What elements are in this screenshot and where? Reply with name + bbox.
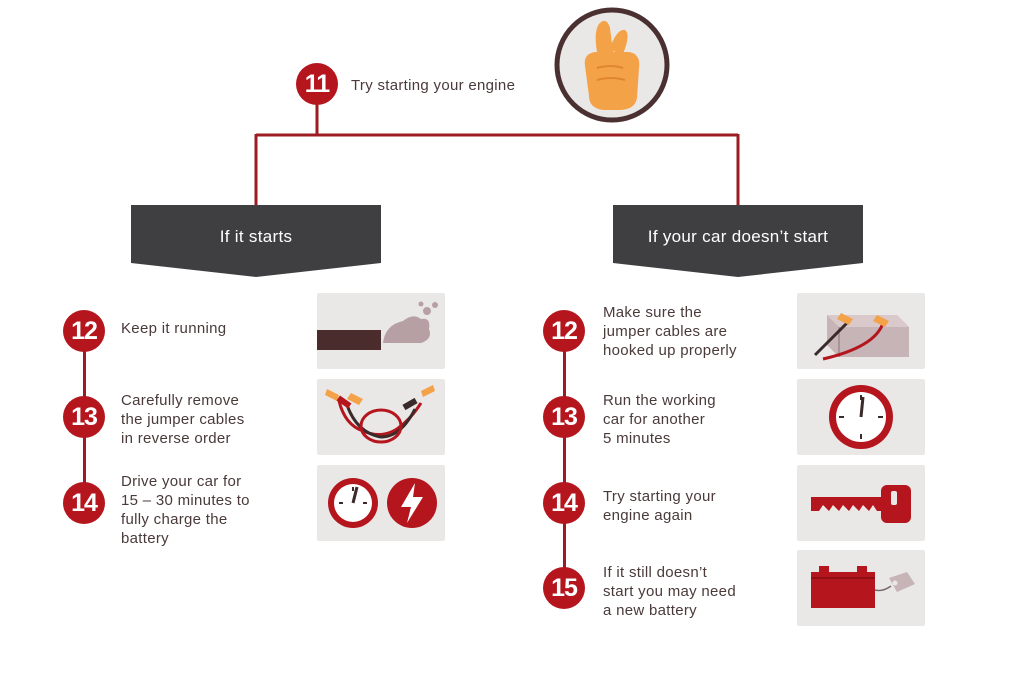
clock-icon bbox=[829, 385, 893, 449]
left-step-number: 13 bbox=[63, 396, 105, 438]
left-step-number: 12 bbox=[63, 310, 105, 352]
left-step-text: Keep it running bbox=[121, 320, 227, 337]
battery-with-tag-icon bbox=[811, 566, 915, 608]
right-step-line bbox=[563, 330, 566, 588]
right-step-text: Try starting your engine again bbox=[603, 488, 716, 524]
right-step-text: Run the working car for another 5 minute… bbox=[603, 392, 716, 447]
gauge-charge-card bbox=[317, 465, 445, 541]
battery-clamps-card bbox=[797, 293, 925, 369]
right-step-number: 12 bbox=[543, 310, 585, 352]
banner-if-it-starts: If it starts bbox=[131, 205, 381, 277]
left-step-text: Carefully remove the jumper cables in re… bbox=[121, 392, 245, 447]
car-key-icon bbox=[811, 485, 911, 523]
exhaust-pipe-card bbox=[317, 293, 445, 369]
battery-with-clamps-icon bbox=[813, 313, 909, 361]
banner-if-car-doesnt-start: If your car doesn’t start bbox=[613, 205, 863, 277]
crossed-fingers-icon bbox=[554, 7, 670, 123]
right-step-text: If it still doesn’t start you may need a… bbox=[603, 564, 736, 619]
battery-tag-card bbox=[797, 550, 925, 626]
left-step-number: 14 bbox=[63, 482, 105, 524]
jumper-cables-icon bbox=[325, 385, 435, 444]
right-step-text: Make sure the jumper cables are hooked u… bbox=[603, 304, 737, 359]
clock-card bbox=[797, 379, 925, 455]
step-number-11: 11 bbox=[296, 63, 338, 105]
jumper-cables-card bbox=[317, 379, 445, 455]
banner-label: If your car doesn’t start bbox=[647, 227, 829, 246]
right-step-number: 15 bbox=[543, 567, 585, 609]
exhaust-pipe-icon bbox=[317, 301, 438, 350]
right-step-number: 14 bbox=[543, 482, 585, 524]
banner-label: If it starts bbox=[219, 227, 293, 246]
gauge-and-charge-icon bbox=[328, 478, 437, 528]
car-key-card bbox=[797, 465, 925, 541]
left-step-text: Drive your car for 15 – 30 minutes to fu… bbox=[121, 473, 250, 547]
right-step-number: 13 bbox=[543, 396, 585, 438]
step-text-try-starting: Try starting your engine bbox=[351, 77, 516, 94]
